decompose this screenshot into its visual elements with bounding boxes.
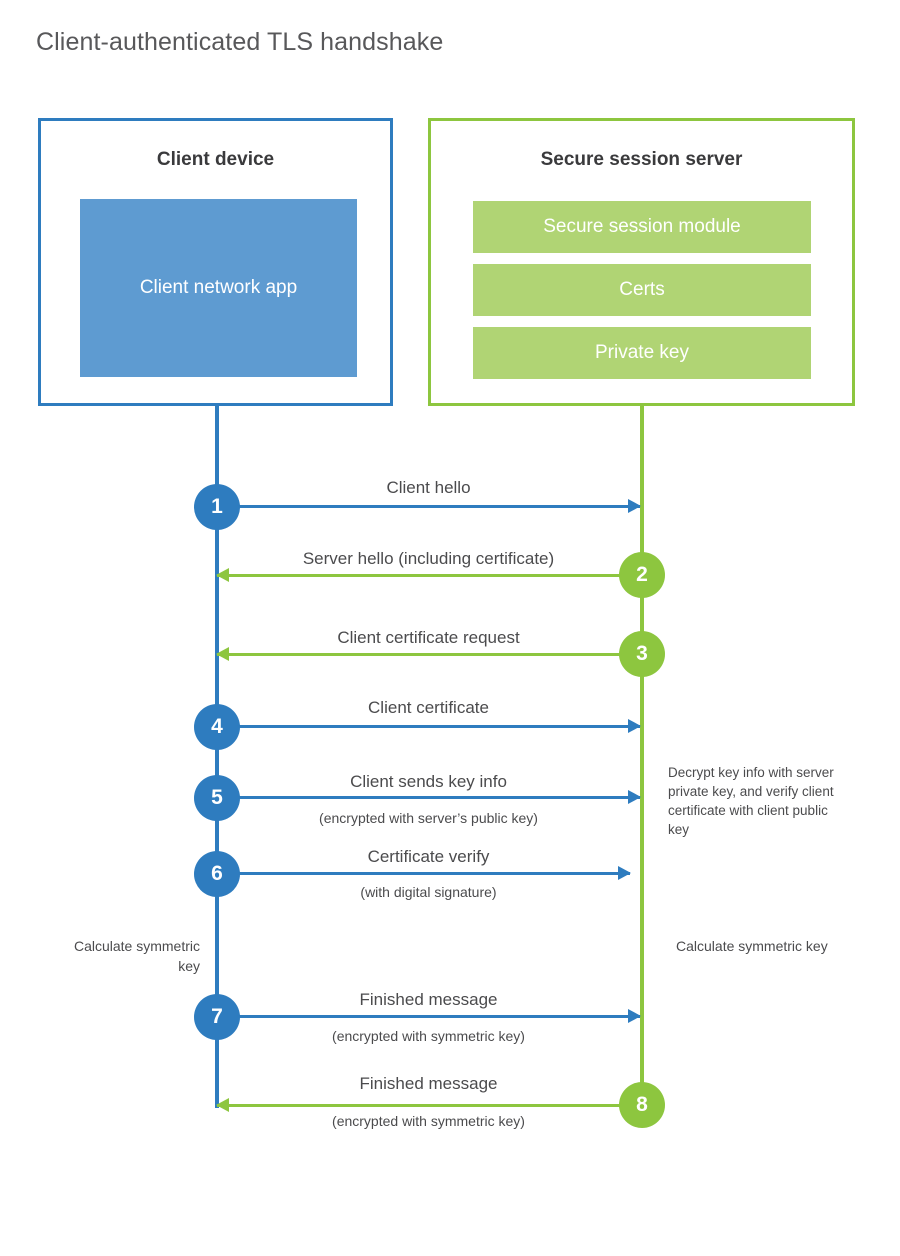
step-1-label: Client hello	[386, 478, 471, 497]
server-lifeline	[640, 406, 644, 1106]
step-2-marker[interactable]: 2	[619, 552, 665, 598]
step-6-marker[interactable]: 6	[194, 851, 240, 897]
step-8-arrow	[216, 1098, 640, 1112]
arrowhead-icon	[628, 719, 641, 733]
step-5-marker[interactable]: 5	[194, 775, 240, 821]
step-4-label: Client certificate	[368, 698, 489, 717]
step-1-marker[interactable]: 1	[194, 484, 240, 530]
secure-session-server-title: Secure session server	[540, 149, 743, 170]
step-6-arrow	[217, 866, 631, 880]
client-network-app-block: Client network app	[80, 199, 357, 377]
step-3-label: Client certificate request	[337, 628, 520, 647]
step-7-label: Finished message	[359, 990, 498, 1009]
step-5-label: Client sends key info	[350, 772, 507, 791]
step-5-arrow	[217, 790, 641, 804]
arrowhead-icon	[628, 1009, 641, 1023]
step-8-marker[interactable]: 8	[619, 1082, 665, 1128]
step-2-label: Server hello (including certificate)	[302, 549, 555, 568]
step-7-sublabel: (encrypted with symmetric key)	[332, 1028, 525, 1044]
server-block-secure-session-module: Secure session module	[473, 201, 811, 253]
step-4-marker[interactable]: 4	[194, 704, 240, 750]
secure-session-server-box: Secure session server Secure session mod…	[428, 118, 855, 406]
arrowhead-icon	[628, 790, 641, 804]
step-2-arrow	[216, 568, 640, 582]
note-server-decrypt: Decrypt key info with server private key…	[668, 765, 834, 838]
arrowhead-icon	[618, 866, 631, 880]
step-3-marker[interactable]: 3	[619, 631, 665, 677]
note-client-calculate-symmetric-key: Calculate symmetric key	[73, 938, 200, 974]
client-lifeline	[215, 406, 219, 1108]
server-block-private-key: Private key	[473, 327, 811, 379]
client-device-box: Client device Client network app	[38, 118, 393, 406]
page-title: Client-authenticated TLS handshake	[36, 28, 444, 56]
step-7-arrow	[217, 1009, 641, 1023]
arrowhead-icon	[216, 568, 229, 582]
step-1-arrow	[217, 499, 641, 513]
step-4-arrow	[217, 719, 641, 733]
note-server-calculate-symmetric-key: Calculate symmetric key	[676, 938, 828, 954]
step-6-sublabel: (with digital signature)	[360, 884, 497, 900]
step-3-arrow	[216, 647, 640, 661]
server-block-certs: Certs	[473, 264, 811, 316]
arrowhead-icon	[216, 1098, 229, 1112]
step-8-sublabel: (encrypted with symmetric key)	[332, 1113, 525, 1129]
step-7-marker[interactable]: 7	[194, 994, 240, 1040]
arrowhead-icon	[628, 499, 641, 513]
step-8-label: Finished message	[359, 1074, 498, 1093]
step-5-sublabel: (encrypted with server’s public key)	[319, 810, 538, 826]
arrowhead-icon	[216, 647, 229, 661]
client-device-title: Client device	[156, 149, 275, 170]
step-6-label: Certificate verify	[367, 847, 490, 866]
